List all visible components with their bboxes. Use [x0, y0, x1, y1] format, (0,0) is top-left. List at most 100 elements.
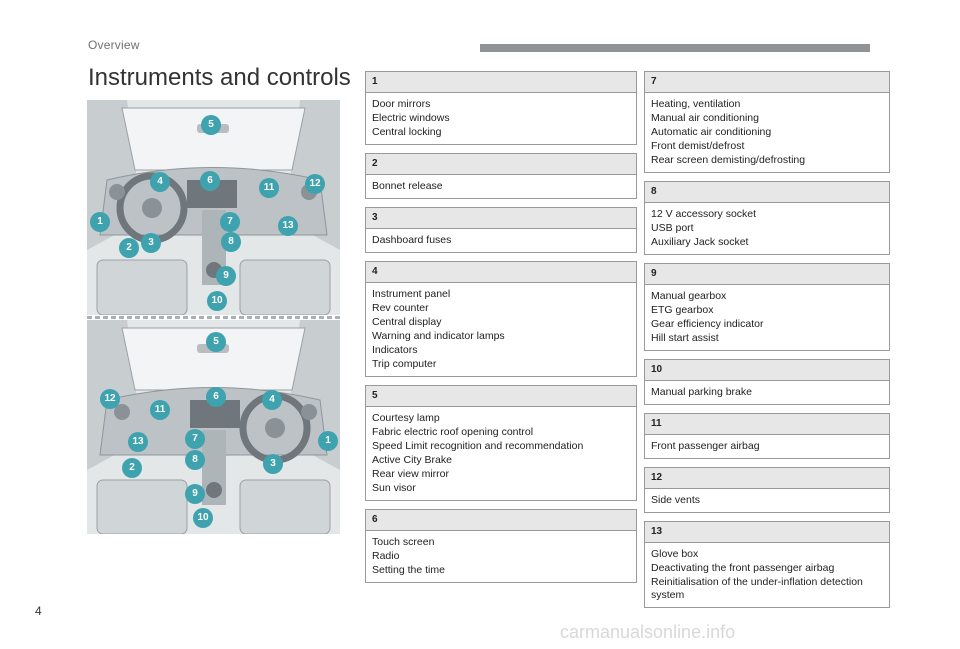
section-item: Bonnet release	[372, 180, 443, 192]
section-item: Warning and indicator lamps	[372, 330, 505, 342]
callout-9: 9	[216, 266, 236, 286]
section-12: 12 Side vents	[644, 467, 890, 513]
sections-column-middle: 1 Door mirrors Electric windows Central …	[365, 71, 637, 591]
watermark: carmanualsonline.info	[560, 622, 736, 642]
callout-3: 3	[263, 454, 283, 474]
section-number: 5	[366, 386, 636, 407]
section-item: Fabric electric roof opening control	[372, 426, 534, 438]
section-item: Speed Limit recognition and recommendati…	[372, 440, 584, 452]
header-bar	[480, 44, 870, 52]
section-item: Door mirrors	[372, 98, 431, 110]
section-9: 9 Manual gearbox ETG gearbox Gear effici…	[644, 263, 890, 351]
callout-1: 1	[90, 212, 110, 232]
section-8: 8 12 V accessory socket USB port Auxilia…	[644, 181, 890, 255]
section-item: Central display	[372, 316, 442, 328]
section-11: 11 Front passenger airbag	[644, 413, 890, 459]
section-item: Radio	[372, 550, 400, 562]
section-item: Touch screen	[372, 536, 435, 548]
section-item: Automatic air conditioning	[651, 126, 772, 138]
callout-12: 12	[100, 389, 120, 409]
callout-1: 1	[318, 431, 338, 451]
section-item: Front passenger airbag	[651, 440, 760, 452]
section-number: 12	[645, 468, 889, 489]
section-item: Rev counter	[372, 302, 429, 314]
section-item: Electric windows	[372, 112, 450, 124]
section-item: Central locking	[372, 126, 442, 138]
callout-11: 11	[150, 400, 170, 420]
callout-12: 12	[305, 174, 325, 194]
callout-3: 3	[141, 233, 161, 253]
callout-13: 13	[128, 432, 148, 452]
section-number: 6	[366, 510, 636, 531]
section-item: Instrument panel	[372, 288, 451, 300]
section-number: 1	[366, 72, 636, 93]
callout-7: 7	[185, 429, 205, 449]
callout-8: 8	[221, 232, 241, 252]
section-item: Auxiliary Jack socket	[651, 236, 749, 248]
callout-4: 4	[262, 390, 282, 410]
section-item: Setting the time	[372, 564, 445, 576]
dashboard-illustration-rhd: 5 12 6 4 11 13 7 1 8 3 2 9 10	[87, 320, 340, 534]
section-item: Hill start assist	[651, 332, 719, 344]
section-item: Trip computer	[372, 358, 437, 370]
section-item: Glove box	[651, 548, 699, 560]
callout-6: 6	[200, 171, 220, 191]
page-title: Instruments and controls	[88, 64, 351, 91]
page-number: 4	[35, 604, 42, 618]
section-item: Manual air conditioning	[651, 112, 759, 124]
section-item: Deactivating the front passenger airbag	[651, 562, 835, 574]
callout-13: 13	[278, 216, 298, 236]
section-number: 10	[645, 360, 889, 381]
callout-5: 5	[206, 332, 226, 352]
callout-5: 5	[201, 115, 221, 135]
dashboard-illustration-lhd: 5 4 6 11 12 1 7 13 2 3 8 9 10	[87, 100, 340, 315]
section-item: Rear screen demisting/defrosting	[651, 154, 806, 166]
callout-8: 8	[185, 450, 205, 470]
illustration-separator	[87, 316, 340, 319]
section-5: 5 Courtesy lamp Fabric electric roof ope…	[365, 385, 637, 501]
section-number: 9	[645, 264, 889, 285]
callout-11: 11	[259, 178, 279, 198]
section-item: Indicators	[372, 344, 418, 356]
sections-column-right: 7 Heating, ventilation Manual air condit…	[644, 71, 890, 616]
section-number: 7	[645, 72, 889, 93]
section-2: 2 Bonnet release	[365, 153, 637, 199]
section-item: Reinitialisation of the under-inflation …	[651, 576, 863, 601]
callout-2: 2	[122, 458, 142, 478]
callout-6: 6	[206, 387, 226, 407]
section-6: 6 Touch screen Radio Setting the time	[365, 509, 637, 583]
callout-4: 4	[150, 172, 170, 192]
section-7: 7 Heating, ventilation Manual air condit…	[644, 71, 890, 173]
section-10: 10 Manual parking brake	[644, 359, 890, 405]
section-item: ETG gearbox	[651, 304, 714, 316]
callout-7: 7	[220, 212, 240, 232]
section-item: Side vents	[651, 494, 701, 506]
section-item: USB port	[651, 222, 694, 234]
section-13: 13 Glove box Deactivating the front pass…	[644, 521, 890, 608]
section-1: 1 Door mirrors Electric windows Central …	[365, 71, 637, 145]
section-number: 2	[366, 154, 636, 175]
section-item: Manual parking brake	[651, 386, 752, 398]
callout-2: 2	[119, 238, 139, 258]
section-item: Active City Brake	[372, 454, 452, 466]
section-label: Overview	[88, 38, 140, 52]
section-item: Heating, ventilation	[651, 98, 741, 110]
section-number: 13	[645, 522, 889, 543]
section-number: 8	[645, 182, 889, 203]
callout-10: 10	[193, 508, 213, 528]
callout-10: 10	[207, 291, 227, 311]
section-number: 11	[645, 414, 889, 435]
section-item: 12 V accessory socket	[651, 208, 757, 220]
section-3: 3 Dashboard fuses	[365, 207, 637, 253]
section-item: Rear view mirror	[372, 468, 450, 480]
section-number: 4	[366, 262, 636, 283]
section-item: Dashboard fuses	[372, 234, 452, 246]
section-item: Courtesy lamp	[372, 412, 440, 424]
section-item: Front demist/defrost	[651, 140, 745, 152]
section-item: Manual gearbox	[651, 290, 727, 302]
section-item: Sun visor	[372, 482, 416, 494]
dashboard-rhd-drawing	[87, 320, 340, 534]
section-item: Gear efficiency indicator	[651, 318, 764, 330]
callout-9: 9	[185, 484, 205, 504]
section-number: 3	[366, 208, 636, 229]
